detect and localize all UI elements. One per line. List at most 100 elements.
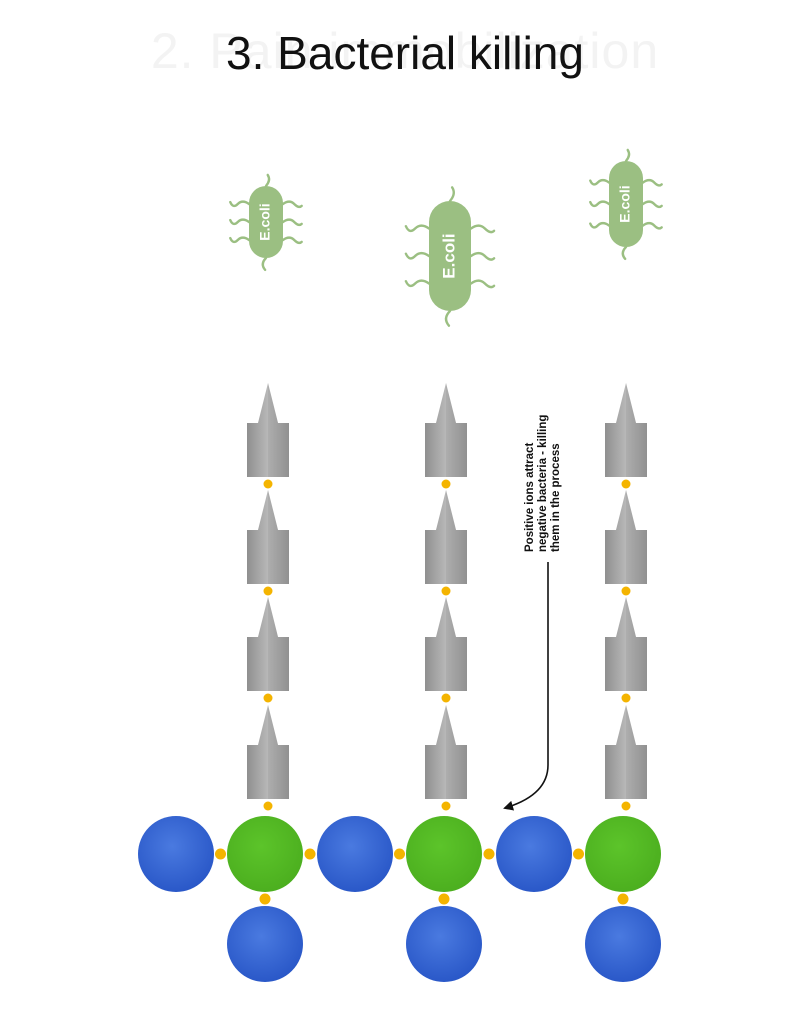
spike-shape [605,383,647,477]
linker-dot [304,848,316,860]
flagellum [404,224,431,233]
spike-shade [626,705,647,799]
spike-shape [425,490,467,584]
annotation-text: Positive ions attractnegative bacteria -… [524,415,562,552]
bacterium-center: E.coli [404,186,496,327]
spike-col1-unit1 [247,383,289,477]
faded-previous-title: 2. Pain immobilization [150,23,660,79]
flagellum [589,178,611,186]
flagellum [589,200,611,208]
spike-shade [446,490,467,584]
linker-dot [263,693,273,703]
spike-shade [446,383,467,477]
flagellum [469,279,496,289]
spike-col2-unit3 [425,597,467,691]
flagellum [469,224,496,234]
spike-col3-unit4 [605,705,647,799]
linker-dot [263,479,273,489]
linker-dot [259,893,271,905]
green-sphere [227,816,303,892]
bacterium-body [249,186,283,258]
flagellum [281,236,303,245]
linker-dot [438,893,450,905]
spike-col3-unit1 [605,383,647,477]
linker-dot [621,479,631,489]
linker-dot [441,801,451,811]
linker-dot [621,693,631,703]
linker-dot [621,801,631,811]
spike-shade [446,597,467,691]
flagellum [444,309,452,327]
bacterium-label: E.coli [439,233,458,278]
linker-dot [441,479,451,489]
spike-col2-unit2 [425,490,467,584]
spike-col3-unit3 [605,597,647,691]
spike-col1-unit4 [247,705,289,799]
flagellum [448,186,455,203]
blue-sphere-lower [227,906,303,982]
spike-shade [626,490,647,584]
spike-col1-unit2 [247,490,289,584]
linker-dot [617,893,629,905]
flagellum [229,200,251,208]
blue-sphere-lower [406,906,482,982]
blue-sphere [138,816,214,892]
spike-shade [268,490,289,584]
spike-col2-unit4 [425,705,467,799]
bacterium-left: E.coli [229,173,303,272]
annotation-line: Positive ions attract [524,443,536,552]
flagellum [404,279,431,288]
blue-sphere [496,816,572,892]
blue-sphere [317,816,393,892]
flagellum [641,200,663,209]
linker-dot [621,586,631,596]
spike-shade [626,383,647,477]
flagellum [281,218,303,227]
bacterium-right: E.coli [589,148,663,261]
spike-shape [425,597,467,691]
spike-shade [268,705,289,799]
spike-shape [605,705,647,799]
flagellum [621,245,628,261]
linker-dot [263,586,273,596]
flagellum [469,251,496,261]
flagellum [229,218,251,226]
linker-dot [441,693,451,703]
flagellum [261,256,268,272]
spike-shade [626,597,647,691]
flagellum [624,148,631,163]
spike-shape [247,705,289,799]
annotation-line: negative bacteria - killing [537,415,549,552]
flagellum [404,251,431,260]
spike-shape [605,490,647,584]
spike-shape [247,383,289,477]
linker-dot [394,848,405,860]
spike-shape [425,705,467,799]
green-sphere [406,816,482,892]
linker-dot [215,848,226,860]
diagram-title: 3. Bacterial killing [226,27,584,79]
flagellum [229,236,251,244]
flagellum [641,221,663,230]
spike-shade [268,383,289,477]
spike-shape [247,490,289,584]
annotation-arrow [503,562,549,811]
spike-col1-unit3 [247,597,289,691]
linker-dot [441,586,451,596]
green-sphere [585,816,661,892]
linker-dot [483,848,495,860]
flagellum [641,178,663,187]
flagellum [264,173,271,188]
flagellum [281,200,303,209]
bacterium-body [609,161,643,247]
linker-dot [573,848,584,860]
spike-shape [247,597,289,691]
annotation-line: them in the process [550,443,562,552]
spike-col2-unit1 [425,383,467,477]
spike-shape [605,597,647,691]
spike-col3-unit2 [605,490,647,584]
flagellum [589,221,611,229]
bacterium-label: E.coli [257,203,273,240]
